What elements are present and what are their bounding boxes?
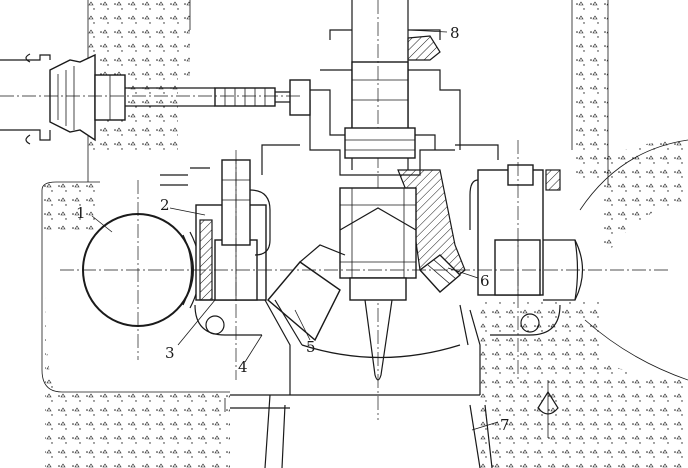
connecting-rod [214,79,311,116]
draft-tube [224,299,493,468]
callout-2: 2 [160,196,170,214]
callout-6: 6 [480,272,490,290]
callout-4: 4 [238,358,248,376]
runner [339,169,466,381]
centerlines [0,95,670,380]
callout-8: 8 [450,24,460,42]
blade-servomotor [418,254,462,293]
lower-ring [194,304,561,336]
guide-apparatus-right [469,164,584,301]
concrete-lower-left [40,181,230,468]
concrete-upper-right [571,0,609,185]
servomotor-left [0,53,215,145]
upper-housing [261,29,499,176]
concrete-lower-right [480,139,688,468]
runner-blade [267,244,346,342]
callout-1: 1 [76,204,86,222]
guide-apparatus-left [160,159,271,301]
callout-7: 7 [500,416,510,434]
callouts: 1 2 3 4 5 6 7 8 [76,24,510,434]
leader-lines [91,29,499,431]
callout-3: 3 [165,344,175,362]
callout-5: 5 [306,338,316,356]
flow-arrow [537,380,559,438]
